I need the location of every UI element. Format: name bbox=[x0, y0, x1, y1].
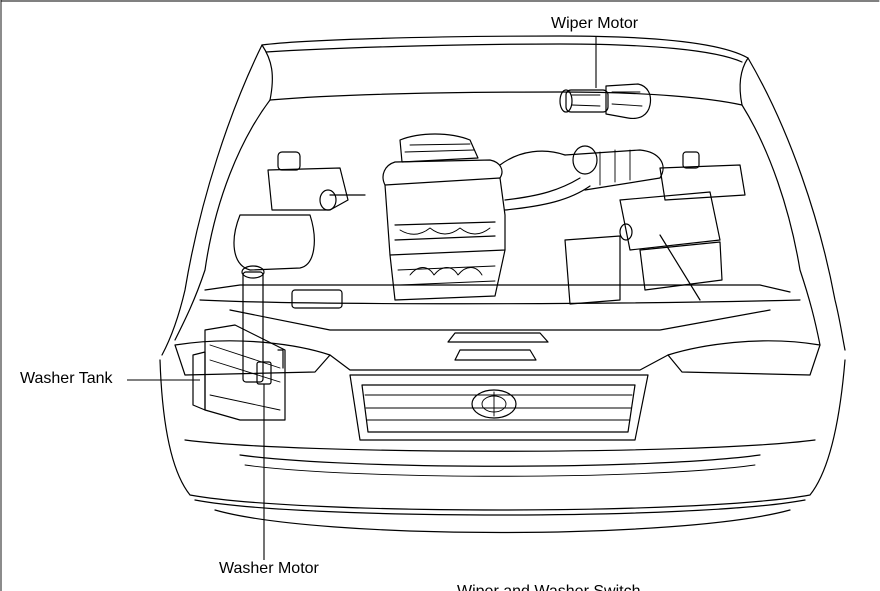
wiper-motor-label: Wiper Motor bbox=[551, 15, 639, 32]
washer-tank-label: Washer Tank bbox=[20, 370, 113, 387]
front-fascia bbox=[159, 340, 846, 534]
wiper-washer-switch-label: Wiper and Washer Switch bbox=[457, 583, 640, 591]
washer-motor-label: Washer Motor bbox=[219, 560, 319, 577]
washer-tank-part bbox=[192, 265, 286, 421]
battery bbox=[564, 151, 746, 305]
hood-outline bbox=[161, 35, 846, 356]
radiator-support bbox=[199, 284, 801, 361]
wiper-motor-part bbox=[559, 83, 652, 120]
coolant-reservoir bbox=[233, 151, 366, 271]
engine-block bbox=[382, 133, 664, 301]
